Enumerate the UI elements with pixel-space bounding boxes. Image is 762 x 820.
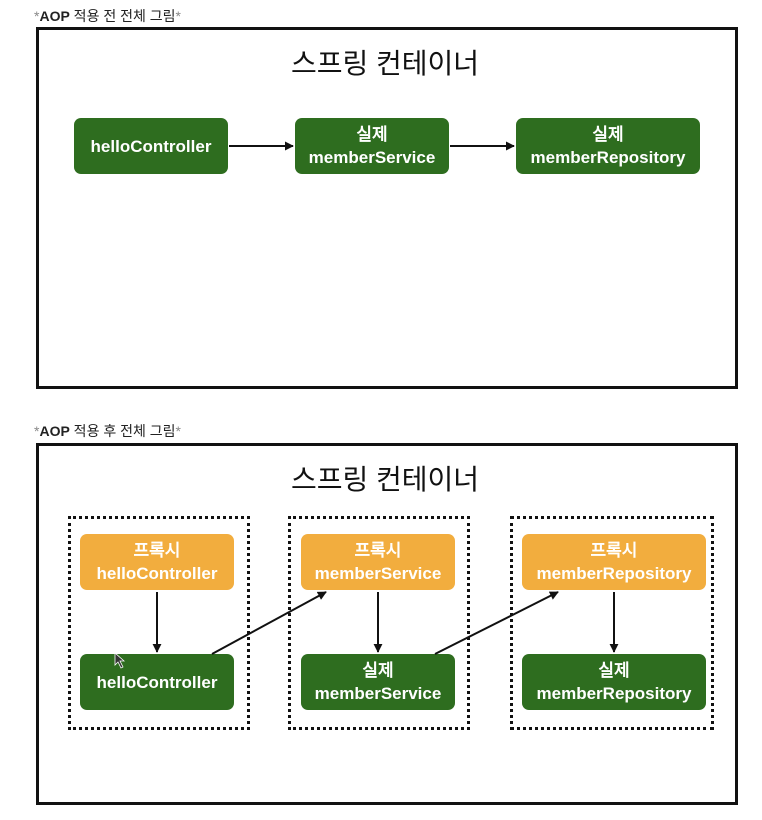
node-label: memberService — [314, 684, 442, 703]
caption-star: * — [175, 423, 181, 439]
proxy-hello-controller-node: 프록시 helloController — [80, 534, 234, 590]
member-service-group — [288, 516, 470, 730]
hello-controller-group — [68, 516, 250, 730]
arrow-controller-to-service-proxy — [211, 591, 327, 655]
member-repository-node: 실제 memberRepository — [516, 118, 700, 174]
node-label: 실제 — [592, 125, 624, 144]
spring-container-before — [36, 27, 738, 389]
node-label: 실제 — [598, 661, 630, 680]
node-label: memberService — [308, 148, 436, 167]
arrow-service-to-repository-proxy — [434, 591, 559, 655]
member-service-node: 실제 memberService — [295, 118, 449, 174]
node-label: helloController — [96, 672, 218, 692]
caption-text: 적용 후 전체 그림 — [69, 423, 176, 439]
spring-container-after — [36, 443, 738, 805]
caption-text: 적용 전 전체 그림 — [69, 8, 176, 24]
caption-aop: AOP — [39, 8, 70, 24]
container-title-before: 스프링 컨테이너 — [290, 48, 480, 79]
node-label: memberRepository — [530, 148, 686, 167]
proxy-member-repository-node: 프록시 memberRepository — [522, 534, 706, 590]
member-repository-group — [510, 516, 714, 730]
after-caption: *AOP 적용 후 전체 그림* — [34, 421, 181, 441]
before-caption: *AOP 적용 전 전체 그림* — [34, 6, 181, 26]
node-label: memberRepository — [536, 564, 692, 583]
caption-star: * — [34, 423, 40, 439]
container-title-after: 스프링 컨테이너 — [290, 464, 480, 495]
node-label: 프록시 — [354, 541, 402, 560]
node-label: helloController — [90, 136, 212, 156]
node-label: 프록시 — [133, 541, 181, 560]
mouse-cursor-icon — [114, 652, 126, 669]
node-label: memberRepository — [536, 684, 692, 703]
real-member-service-node: 실제 memberService — [301, 654, 455, 710]
caption-aop: AOP — [39, 423, 70, 439]
caption-star: * — [175, 8, 181, 24]
proxy-member-service-node: 프록시 memberService — [301, 534, 455, 590]
node-label: 프록시 — [590, 541, 638, 560]
node-label: helloController — [96, 564, 218, 583]
caption-star: * — [34, 8, 40, 24]
hello-controller-node: helloController — [74, 118, 228, 174]
node-label: 실제 — [362, 661, 394, 680]
real-hello-controller-node: helloController — [80, 654, 234, 710]
node-label: memberService — [314, 564, 442, 583]
node-label: 실제 — [356, 125, 388, 144]
real-member-repository-node: 실제 memberRepository — [522, 654, 706, 710]
